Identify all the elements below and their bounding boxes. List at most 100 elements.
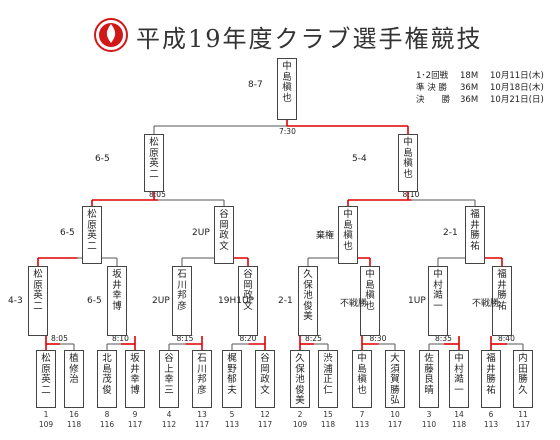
seed-number: 16	[69, 410, 79, 419]
match-time: 8:10	[112, 334, 129, 343]
final-score: 8-7	[248, 80, 263, 90]
schedule-date: 10月18日(木)	[490, 83, 544, 93]
match-time: 8:10	[402, 190, 420, 199]
match-score: 6-5	[95, 154, 110, 164]
player-box: 石川邦彦	[192, 350, 212, 408]
match-score: 不戦勝	[340, 299, 368, 309]
seed-number: 14	[454, 410, 464, 419]
handicap-number: 117	[127, 419, 143, 429]
schedule-round: 1･2回戦	[416, 71, 449, 81]
match-time: 8:25	[305, 334, 322, 343]
seed-number: 4	[166, 410, 172, 419]
match-score: 1UP	[408, 296, 426, 306]
handicap-number: 118	[451, 419, 467, 429]
player-box: 福井勝祐	[492, 266, 512, 336]
player-box: 坂井幸博	[107, 266, 127, 336]
player-box: 福井勝祐	[481, 350, 501, 408]
seed-number: 9	[132, 410, 138, 419]
seed-number: 15	[323, 410, 333, 419]
player-box: 植修治	[64, 350, 84, 408]
schedule-row: 準 決 勝 36M 10月18日(木)	[416, 82, 550, 94]
player-box: 大須賀勝弘	[385, 350, 405, 408]
seed-number: 3	[426, 410, 432, 419]
player-box: 中島槇也	[277, 58, 297, 120]
player-box: 松原英二	[36, 350, 56, 408]
match-score: 19H1UP	[218, 296, 254, 306]
player-box: 中島槇也	[360, 266, 380, 336]
schedule-round: 準 決 勝	[416, 83, 447, 93]
player-box: 谷上幸三	[159, 350, 179, 408]
match-time: 8:30	[369, 334, 387, 343]
seed-number: 10	[390, 410, 400, 419]
player-box: 久保池俊美	[290, 350, 310, 408]
match-score: 2UP	[192, 228, 210, 238]
match-time: 8:40	[498, 334, 515, 343]
schedule-round: 決 勝	[416, 95, 451, 105]
handicap-number: 109	[292, 419, 308, 429]
handicap-number: 113	[224, 419, 240, 429]
match-score: 6-5	[87, 296, 102, 306]
handicap-number: 113	[483, 419, 499, 429]
player-box: 北島茂俊	[97, 350, 117, 408]
handicap-number: 117	[194, 419, 210, 429]
seed-number: 1	[43, 410, 49, 419]
handicap-number: 117	[257, 419, 273, 429]
schedule-dist: 36M	[460, 83, 479, 93]
handicap-number: 118	[66, 419, 82, 429]
seed-number: 12	[260, 410, 270, 419]
match-score: 2-1	[278, 296, 293, 306]
handicap-number: 116	[99, 419, 115, 429]
player-box: 松原英二	[144, 134, 164, 192]
match-time: 8:20	[239, 334, 257, 343]
match-score: 不戦勝	[472, 299, 500, 309]
seed-number: 6	[488, 410, 494, 419]
page-title: 平成19年度クラブ選手権競技	[136, 25, 483, 53]
player-box: 中島槇也	[352, 350, 372, 408]
player-box: 松原英二	[28, 266, 48, 336]
handicap-number: 117	[387, 419, 403, 429]
handicap-number: 109	[38, 419, 54, 429]
player-box: 梶野郁夫	[222, 350, 242, 408]
player-box: 中村澔一	[449, 350, 469, 408]
seed-number: 8	[104, 410, 110, 419]
seed-number: 5	[229, 410, 235, 419]
player-box: 久保池俊美	[298, 266, 318, 336]
handicap-number: 117	[515, 419, 531, 429]
schedule-date: 10月11日(木)	[490, 71, 544, 81]
match-score: 棄権	[316, 231, 335, 241]
match-score: 2-1	[443, 228, 458, 238]
seed-number: 11	[518, 410, 528, 419]
match-time: 8:35	[435, 334, 452, 343]
schedule-dist: 36M	[460, 95, 479, 105]
match-score: 4-3	[8, 296, 23, 306]
player-box: 渋浦正仁	[318, 350, 338, 408]
match-time: 8:15	[176, 334, 194, 343]
seed-number: 7	[359, 410, 365, 419]
match-score: 2UP	[152, 296, 170, 306]
match-time: 8:05	[51, 334, 68, 343]
player-box: 佐藤良晴	[419, 350, 439, 408]
match-time: 7:30	[279, 127, 296, 136]
player-box: 石川邦彦	[172, 266, 192, 336]
handicap-number: 118	[320, 419, 336, 429]
player-box: 中島槇也	[338, 206, 358, 264]
match-score: 6-5	[60, 228, 75, 238]
player-box: 内田勝久	[513, 350, 533, 408]
club-logo-icon	[94, 18, 128, 52]
